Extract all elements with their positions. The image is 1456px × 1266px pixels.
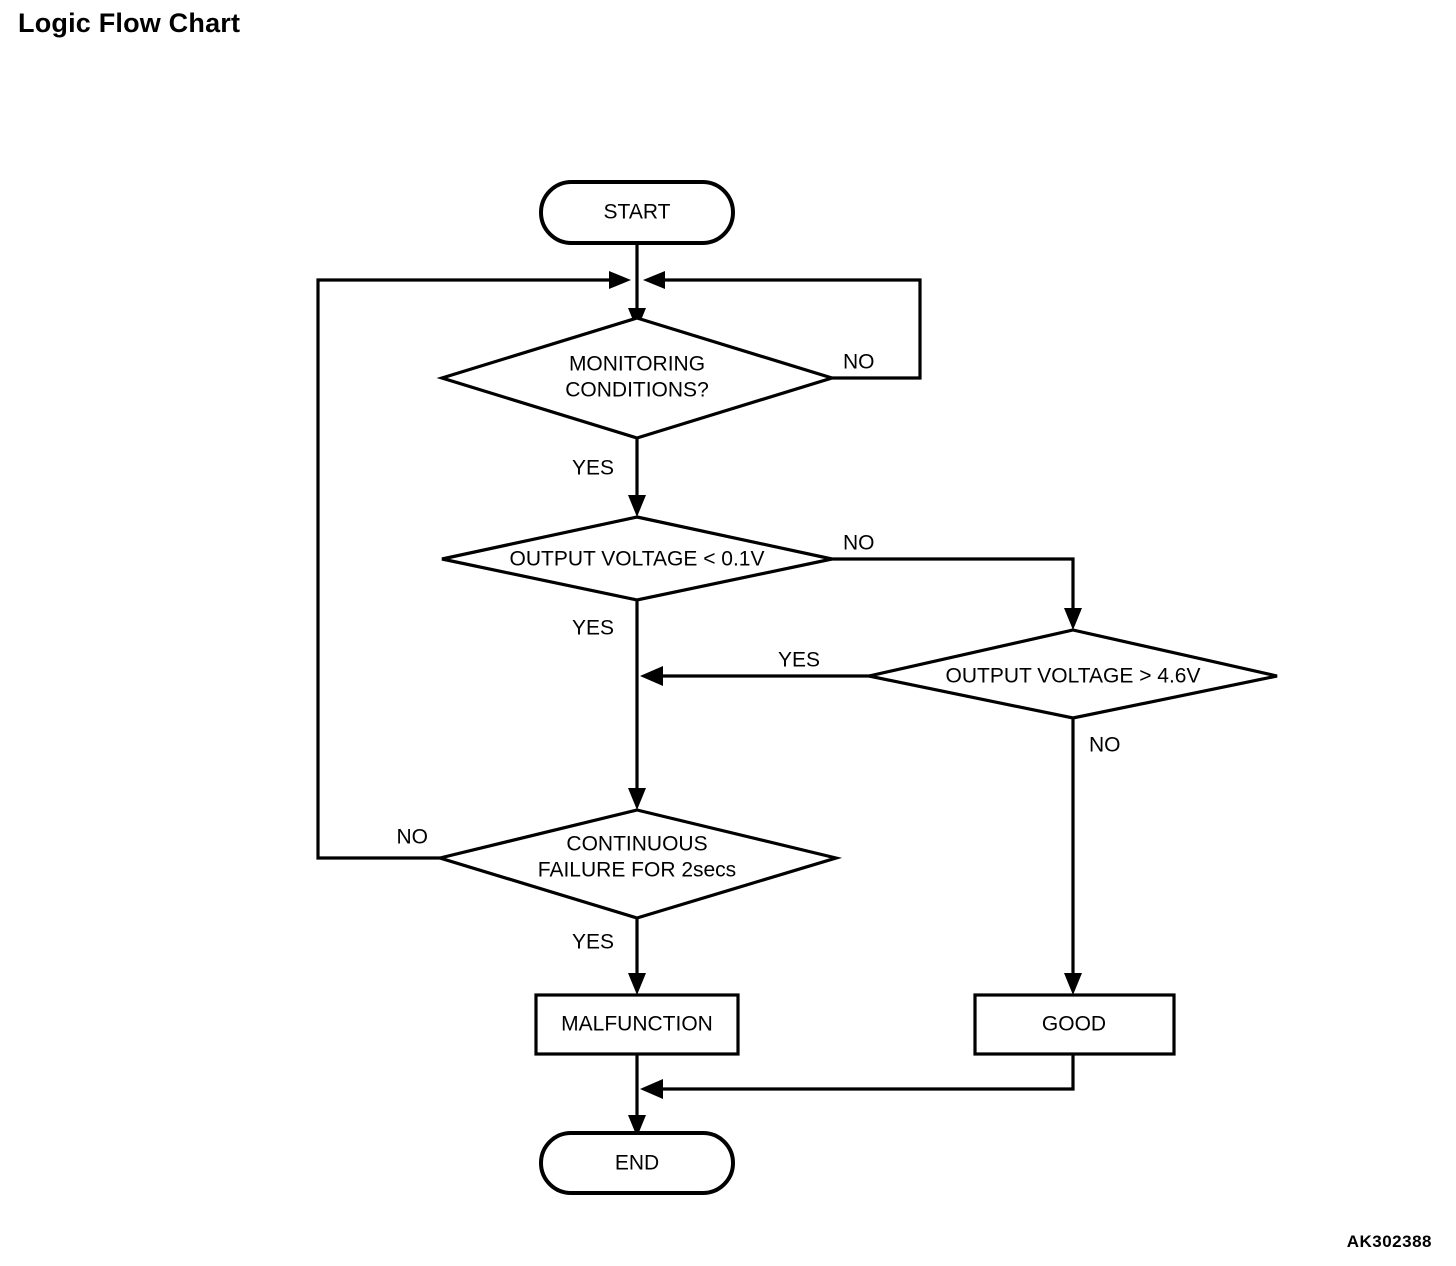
edge-voltlow-yes <box>628 600 646 810</box>
edge-label-voltlow-no: NO <box>843 532 875 555</box>
node-monitoring-conditions[interactable]: MONITORING CONDITIONS? <box>436 316 838 440</box>
edge-voltlow-no <box>832 557 1082 630</box>
node-output-voltage-low[interactable]: OUTPUT VOLTAGE < 0.1V <box>441 515 833 602</box>
node-output-voltage-low-label: OUTPUT VOLTAGE < 0.1V <box>510 548 765 571</box>
edge-continuous-yes <box>628 918 646 995</box>
node-end-label: END <box>615 1152 659 1175</box>
node-malfunction-label: MALFUNCTION <box>561 1013 713 1036</box>
node-monitoring-label-line2: CONDITIONS? <box>565 379 709 402</box>
edge-volthigh-yes <box>640 666 878 686</box>
node-end[interactable]: END <box>539 1131 735 1195</box>
node-output-voltage-high[interactable]: OUTPUT VOLTAGE > 4.6V <box>868 628 1278 720</box>
edge-label-continuous-no: NO <box>397 826 429 849</box>
node-continuous-failure[interactable]: CONTINUOUS FAILURE FOR 2secs <box>433 808 843 920</box>
figure-code: AK302388 <box>1346 1232 1432 1251</box>
node-continuous-label-line1: CONTINUOUS <box>566 833 707 856</box>
node-malfunction[interactable]: MALFUNCTION <box>534 993 740 1056</box>
node-good-label: GOOD <box>1042 1013 1106 1036</box>
edge-continuous-no-loop <box>316 271 631 860</box>
page-title: Logic Flow Chart <box>18 8 241 38</box>
node-good[interactable]: GOOD <box>973 993 1176 1056</box>
edge-label-volthigh-yes: YES <box>778 649 820 672</box>
edge-malfunction-to-end <box>628 1054 646 1137</box>
edge-volthigh-no <box>1064 718 1082 995</box>
edge-label-continuous-yes: YES <box>572 931 614 954</box>
edge-label-monitoring-no: NO <box>843 351 875 374</box>
node-start-label: START <box>604 201 671 224</box>
node-start[interactable]: START <box>539 180 735 245</box>
edge-monitoring-no-loop <box>643 271 922 380</box>
node-continuous-label-line2: FAILURE FOR 2secs <box>538 859 736 882</box>
edge-label-monitoring-yes: YES <box>572 457 614 480</box>
edge-label-volthigh-no: NO <box>1089 734 1121 757</box>
node-monitoring-label-line1: MONITORING <box>569 353 705 376</box>
edge-monitoring-yes <box>628 438 646 517</box>
node-output-voltage-high-label: OUTPUT VOLTAGE > 4.6V <box>946 665 1201 688</box>
edge-label-voltlow-yes: YES <box>572 617 614 640</box>
edge-good-to-end <box>640 1054 1075 1099</box>
